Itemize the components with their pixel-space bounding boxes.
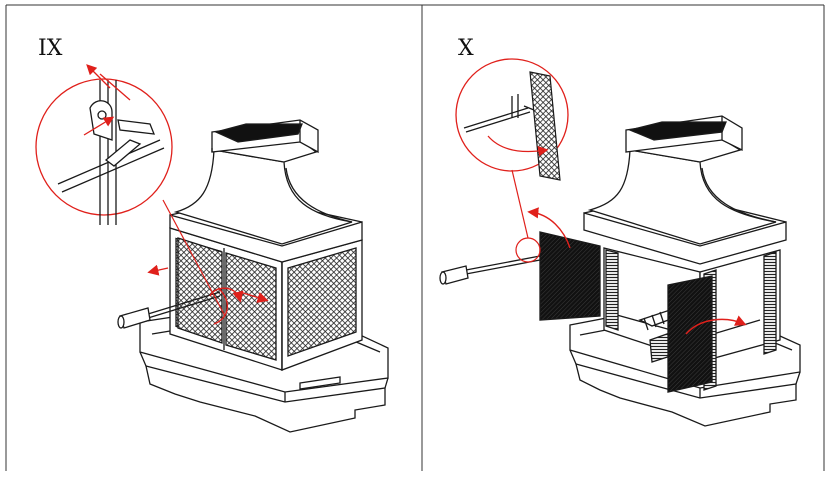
- direction-arrow: [86, 64, 111, 89]
- hood-band: [169, 214, 363, 263]
- base-foot: [145, 365, 386, 433]
- base-foot: [575, 363, 797, 427]
- direction-arrow: [83, 116, 115, 136]
- side-mesh-panel: [287, 247, 357, 357]
- fireplace-unit-closed: [139, 119, 389, 433]
- door-arrows-ix: [147, 264, 269, 325]
- poker-tool-ix: [117, 291, 221, 329]
- direction-arrow: [487, 135, 549, 157]
- step-label-x: X: [458, 36, 474, 61]
- hood-band: [583, 212, 787, 265]
- poker-tool-x: [439, 255, 541, 285]
- step-label-ix: IX: [38, 36, 63, 61]
- mesh-door-right-face: [225, 252, 277, 361]
- fireplace-unit-open: [539, 115, 801, 427]
- callout-leader: [511, 169, 529, 239]
- mesh-door-left-face: [177, 237, 223, 344]
- panel-x: X: [439, 36, 801, 427]
- magnifier-callout-x: [455, 58, 569, 263]
- magnifier-callout-ix: [35, 64, 226, 317]
- panel-ix: IX: [35, 36, 389, 433]
- mesh-door-open-right: [667, 275, 713, 393]
- door-arrows-x: [527, 207, 747, 335]
- callout-leader: [162, 199, 226, 317]
- panel-frame: [5, 4, 825, 471]
- detail-ring: [515, 237, 541, 263]
- mesh-door-open-left: [539, 231, 601, 321]
